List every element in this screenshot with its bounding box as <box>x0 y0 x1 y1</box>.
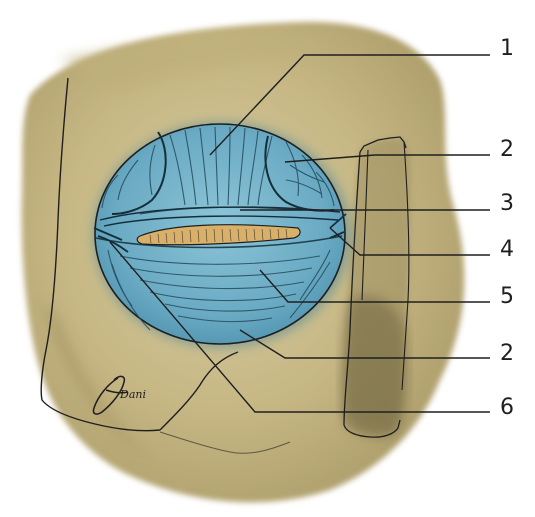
callout-label-2-upper: 2 <box>500 137 514 162</box>
callout-label-4: 4 <box>500 237 514 262</box>
callout-label-3: 3 <box>500 191 514 216</box>
signature-text: Dani <box>119 388 146 401</box>
callout-label-5: 5 <box>500 284 514 309</box>
callout-label-1: 1 <box>500 36 514 61</box>
callout-label-2-lower: 2 <box>500 341 514 366</box>
callout-label-6: 6 <box>500 395 514 420</box>
callout-labels: 1 2 3 4 5 2 6 <box>500 36 514 420</box>
